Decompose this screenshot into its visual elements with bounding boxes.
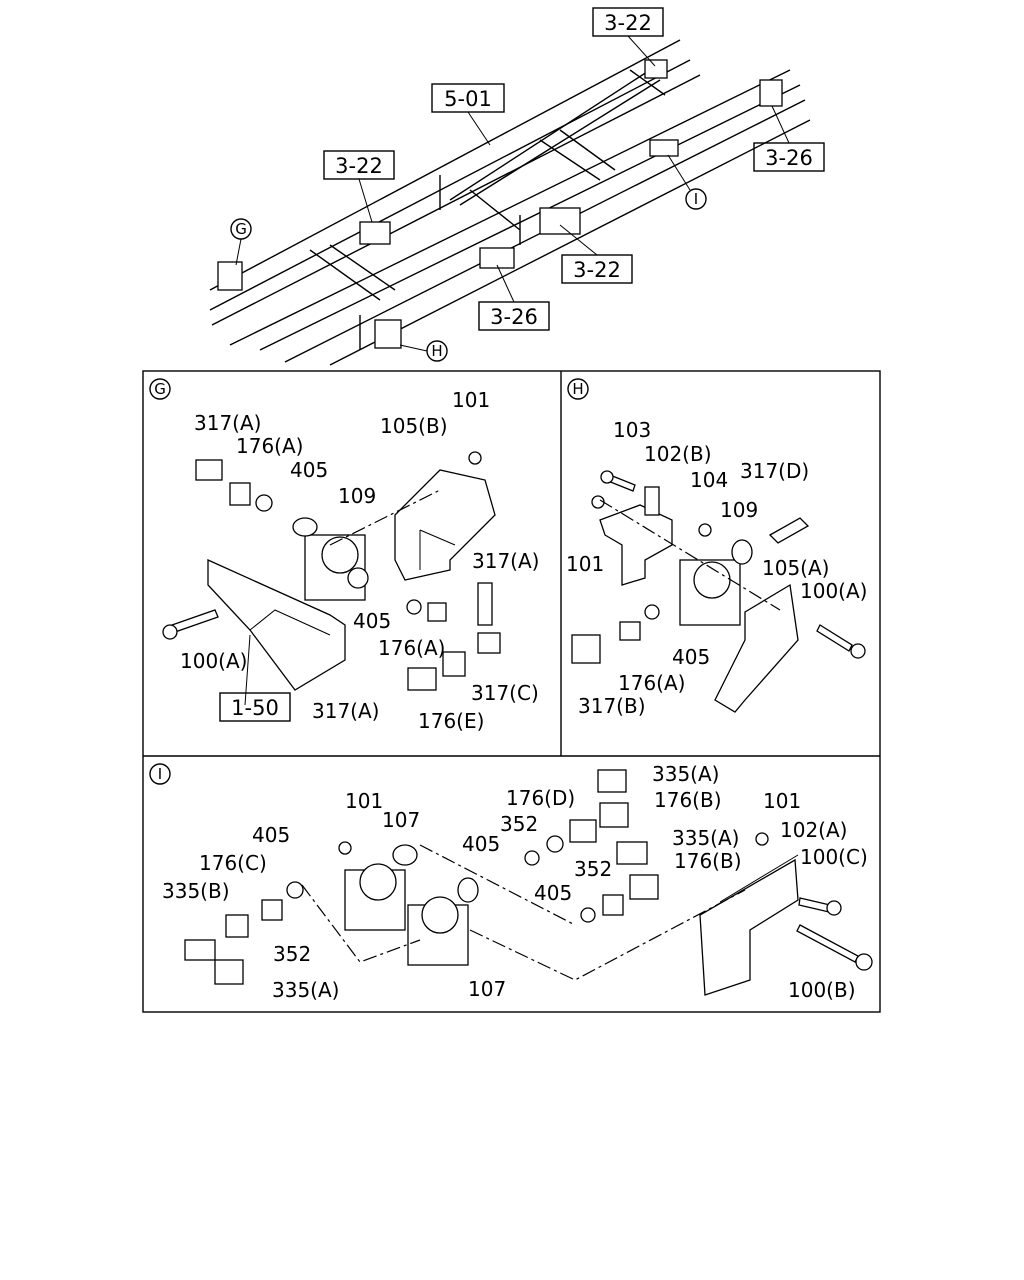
label-i-176d: 176(D) xyxy=(506,786,575,810)
label-i-107-2: 107 xyxy=(468,977,506,1001)
label-i-176b-2: 176(B) xyxy=(674,849,742,873)
label-i-352-3: 352 xyxy=(273,942,311,966)
label-h-103: 103 xyxy=(613,418,651,442)
label-g-176a-2: 176(A) xyxy=(378,636,445,660)
label-i-176b-1: 176(B) xyxy=(654,788,722,812)
panel-g-tag: G xyxy=(149,378,171,400)
svg-text:H: H xyxy=(572,380,583,398)
label-h-105a: 105(A) xyxy=(762,556,829,580)
chassis-frame-overview xyxy=(209,39,811,366)
label-g-101: 101 xyxy=(452,388,490,412)
svg-text:3-22: 3-22 xyxy=(573,258,621,282)
view-callout-i[interactable]: I xyxy=(667,154,707,210)
label-g-176e: 176(E) xyxy=(418,709,484,733)
label-g-100a: 100(A) xyxy=(180,649,247,673)
label-g-317a-2: 317(A) xyxy=(472,549,539,573)
panel-h: H 103 102(B) 104 317(D) 109 101 105(A) xyxy=(566,378,867,718)
panel-h-tag: H xyxy=(567,378,589,400)
svg-text:3-22: 3-22 xyxy=(335,154,383,178)
label-g-109: 109 xyxy=(338,484,376,508)
label-h-405: 405 xyxy=(672,645,710,669)
ref-box-5-01[interactable]: 5-01 xyxy=(431,83,505,146)
svg-text:H: H xyxy=(431,342,442,360)
label-g-405-2: 405 xyxy=(353,609,391,633)
label-i-335b: 335(B) xyxy=(162,879,230,903)
label-i-107-1: 107 xyxy=(382,808,420,832)
svg-text:G: G xyxy=(154,380,166,398)
label-i-405-1: 405 xyxy=(252,823,290,847)
label-i-101-1: 101 xyxy=(345,789,383,813)
panel-g: G 317(A) 176(A) 405 109 105(B) xyxy=(149,378,539,733)
label-g-176a-1: 176(A) xyxy=(236,434,303,458)
label-g-317a-3: 317(A) xyxy=(312,699,379,723)
ref-box-3-22-top[interactable]: 3-22 xyxy=(592,7,664,67)
label-h-101: 101 xyxy=(566,552,604,576)
label-g-317c: 317(C) xyxy=(471,681,539,705)
label-i-100c: 100(C) xyxy=(800,845,868,869)
svg-text:1-50: 1-50 xyxy=(231,696,279,720)
panel-i: I xyxy=(149,762,873,1002)
label-i-335a-2: 335(A) xyxy=(672,826,739,850)
ref-box-3-26-mid[interactable]: 3-26 xyxy=(478,264,550,331)
label-h-102b: 102(B) xyxy=(644,442,712,466)
label-h-104: 104 xyxy=(690,468,728,492)
view-callout-g[interactable]: G xyxy=(230,218,252,266)
svg-text:3-26: 3-26 xyxy=(765,146,813,170)
svg-text:5-01: 5-01 xyxy=(444,87,492,111)
label-i-100b: 100(B) xyxy=(788,978,856,1002)
view-callout-h[interactable]: H xyxy=(399,340,448,362)
label-i-102a: 102(A) xyxy=(780,818,847,842)
label-i-335a-1: 335(A) xyxy=(652,762,719,786)
ref-box-1-50[interactable]: 1-50 xyxy=(219,692,291,722)
label-h-100a: 100(A) xyxy=(800,579,867,603)
label-i-405-3: 405 xyxy=(534,881,572,905)
svg-text:G: G xyxy=(235,220,247,238)
label-h-176a: 176(A) xyxy=(618,671,685,695)
label-g-317a-1: 317(A) xyxy=(194,411,261,435)
label-i-405-2: 405 xyxy=(462,832,500,856)
svg-text:3-26: 3-26 xyxy=(490,305,538,329)
svg-text:I: I xyxy=(158,765,162,783)
label-h-109: 109 xyxy=(720,498,758,522)
ref-box-3-26-right[interactable]: 3-26 xyxy=(753,105,825,172)
svg-text:3-22: 3-22 xyxy=(604,11,652,35)
svg-text:I: I xyxy=(694,190,698,208)
label-i-352-2: 352 xyxy=(574,857,612,881)
label-h-317b: 317(B) xyxy=(578,694,646,718)
panel-i-tag: I xyxy=(149,763,171,785)
label-g-405-1: 405 xyxy=(290,458,328,482)
detail-panels-frame xyxy=(142,370,881,1013)
label-i-101-2: 101 xyxy=(763,789,801,813)
ref-box-3-22-mid[interactable]: 3-22 xyxy=(559,224,633,284)
label-g-105b: 105(B) xyxy=(380,414,448,438)
label-i-335a-3: 335(A) xyxy=(272,978,339,1002)
label-i-176c: 176(C) xyxy=(199,851,267,875)
ref-box-3-22-left[interactable]: 3-22 xyxy=(323,150,395,223)
label-i-352-1: 352 xyxy=(500,812,538,836)
label-h-317d: 317(D) xyxy=(740,459,809,483)
